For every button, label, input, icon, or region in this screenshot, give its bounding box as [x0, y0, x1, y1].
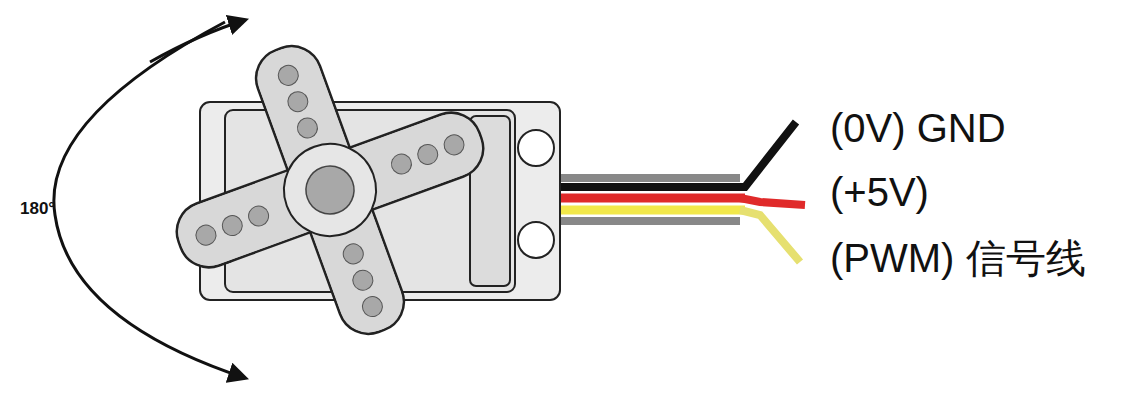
angle-label: 180°	[20, 200, 55, 217]
servo-horn	[128, 0, 531, 386]
pin-label: (PWM) 信号线	[830, 238, 1086, 278]
servo-wires	[550, 122, 805, 262]
pin-label: (+5V)	[830, 172, 929, 212]
pin-label: (0V) GND	[830, 108, 1006, 148]
rotation-arc	[150, 20, 245, 62]
